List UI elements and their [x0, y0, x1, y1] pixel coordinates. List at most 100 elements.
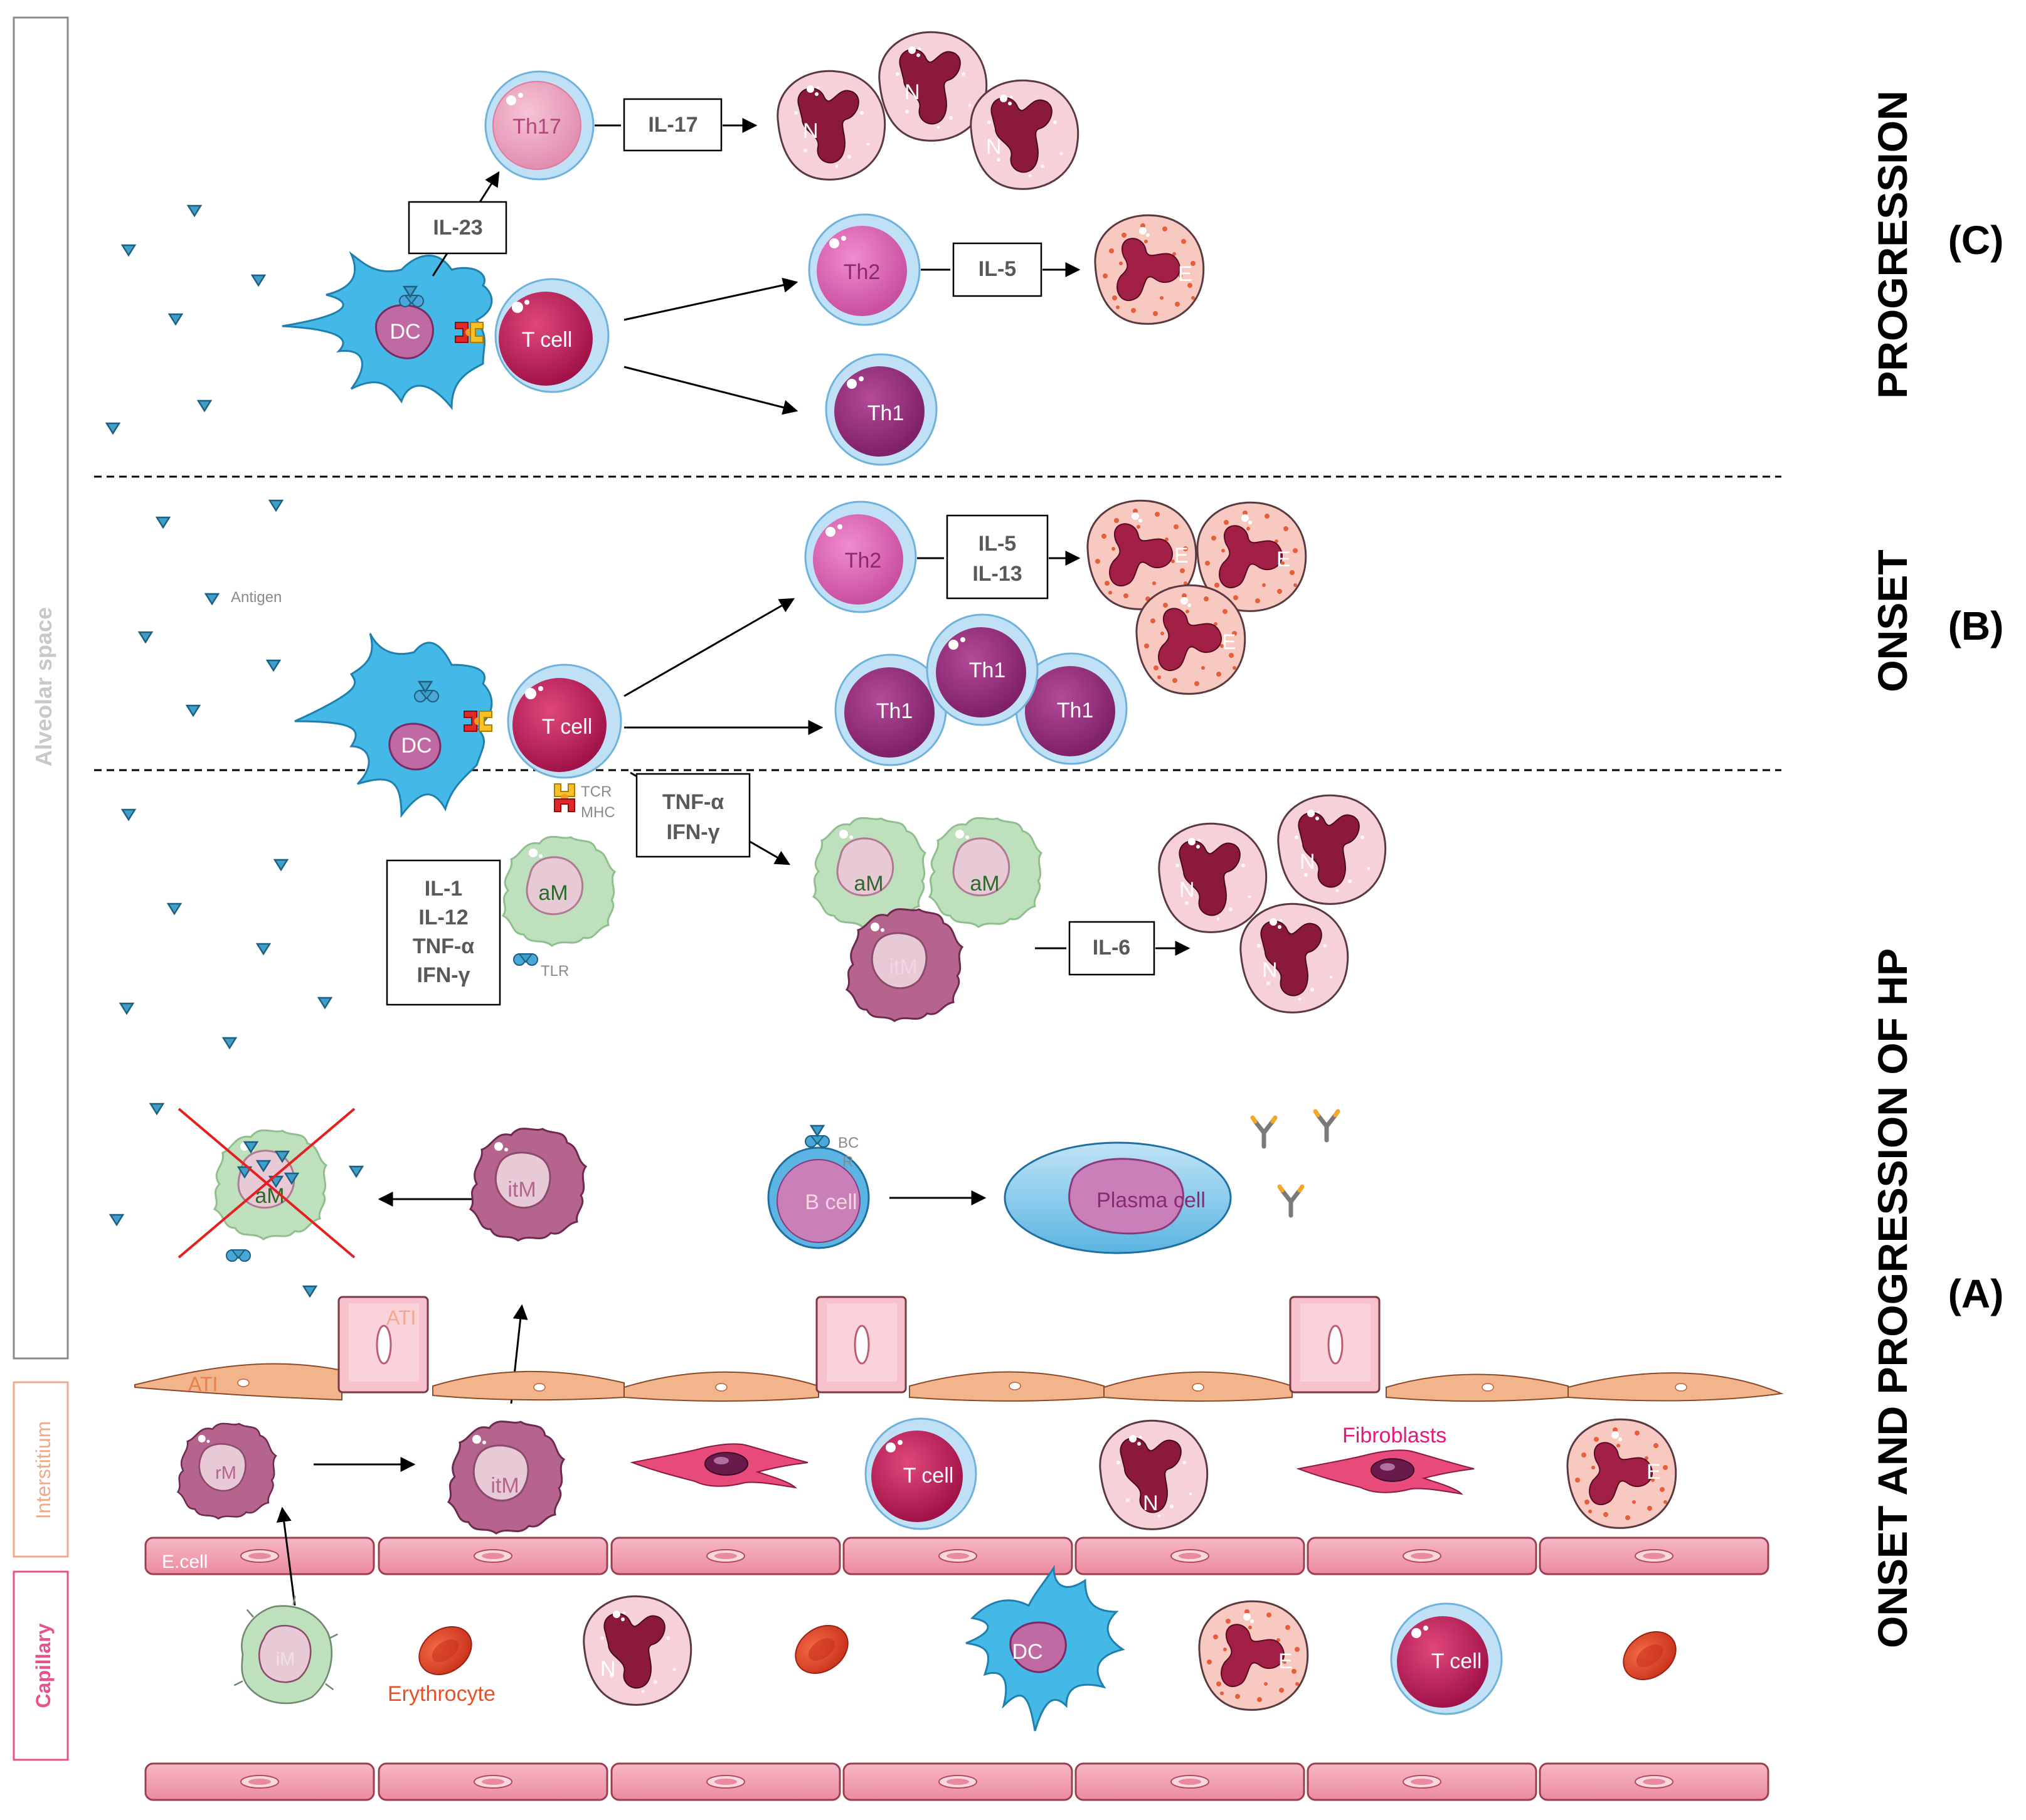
erythrocyte-3: [1613, 1621, 1686, 1690]
ifn-left-label: IFN-γ: [417, 963, 470, 987]
t-cell-c-label: T cell: [522, 328, 573, 352]
th2-c-label: Th2: [844, 260, 881, 284]
itm-a1-label: itM: [889, 955, 917, 979]
itm-a2-label: itM: [507, 1178, 536, 1202]
itm-a2: itM: [469, 1128, 587, 1242]
neutrophil-int-label: N: [1143, 1491, 1159, 1515]
fibroblast-1: [632, 1443, 809, 1488]
t-cell-capillary: T cell: [1390, 1602, 1503, 1715]
eosinophil-interstitium: E: [1566, 1418, 1677, 1529]
antibody-2: [1315, 1111, 1338, 1140]
inflammatory-monocyte: iM: [233, 1595, 338, 1705]
il23-label: IL-23: [433, 216, 482, 240]
neutrophil-a3: N: [1239, 902, 1349, 1013]
erythrocyte-label: Erythrocyte: [388, 1682, 496, 1706]
rm-label: rM: [215, 1463, 236, 1483]
hp-title: ONSET AND PROGRESSION OF HP: [1869, 948, 1916, 1648]
capillary-label: Capillary: [32, 1623, 55, 1708]
neutrophil-c2-label: N: [904, 80, 920, 104]
resident-macrophage: rM: [177, 1422, 277, 1520]
b-cell-label: B cell: [805, 1190, 857, 1214]
eosinophil-b1-label: E: [1174, 544, 1189, 568]
eosinophil-int-label: E: [1647, 1460, 1661, 1484]
th1-b1-label: Th1: [876, 699, 913, 723]
eosinophil-b2: E: [1196, 501, 1307, 612]
alveolar-epithelium: [134, 1296, 1784, 1402]
fibroblast-2: [1298, 1449, 1475, 1495]
im-label: iM: [276, 1649, 295, 1669]
itm-a1: itM: [846, 908, 963, 1022]
itm-interstitium: itM: [447, 1421, 565, 1535]
th1-c-label: Th1: [867, 401, 904, 425]
neutrophil-interstitium: N: [1099, 1419, 1209, 1530]
il5-b-label: IL-5: [979, 532, 1016, 556]
am-a-label: aM: [538, 881, 568, 905]
neutrophil-c1: N: [777, 70, 886, 181]
th2-cell-c: Th2: [808, 213, 921, 326]
tlr-label: TLR: [541, 963, 569, 980]
bcr-antigen: [810, 1124, 825, 1137]
neutrophil-a2-label: N: [1300, 850, 1315, 874]
neutrophil-capillary: N: [583, 1595, 692, 1706]
hp-letter: (A): [1948, 1271, 2004, 1316]
r-label: R: [842, 1153, 853, 1170]
tcr-mhc-a: [554, 783, 575, 812]
mhc-label: MHC: [581, 804, 615, 821]
t-cell-interstitium: T cell: [864, 1417, 977, 1530]
il1-label: IL-1: [425, 877, 462, 901]
tlr-receptor-dying: [226, 1249, 251, 1262]
ati-bottom-label: ATI: [188, 1373, 218, 1395]
il6-box: IL-6: [1068, 921, 1155, 976]
section-onset: DC T cell Th2 IL-5 IL-13 E E E: [294, 499, 1307, 818]
eosinophil-capillary: E: [1198, 1600, 1309, 1711]
il12-label: IL-12: [418, 906, 468, 929]
dc-c-label: DC: [390, 320, 420, 344]
erythrocyte-2: [785, 1615, 858, 1684]
cross-mark: [178, 1108, 356, 1259]
progression-letter: (C): [1948, 218, 2004, 263]
antibody-3: [1280, 1187, 1302, 1215]
dc-b-label: DC: [401, 734, 432, 758]
bc-label: BC: [838, 1135, 859, 1151]
ati-top-label: ATI: [386, 1306, 416, 1329]
am-a3-label: aM: [970, 872, 999, 896]
neutrophil-cap-label: N: [600, 1657, 616, 1681]
t-cell-capillary-label: T cell: [1431, 1649, 1482, 1673]
th1-b2-label: Th1: [969, 659, 1006, 682]
dendritic-cell-capillary: DC: [962, 1565, 1125, 1732]
eosinophil-b1: E: [1086, 499, 1197, 610]
itm-interstitium-label: itM: [491, 1474, 519, 1498]
tnf-top-label: TNF-α: [662, 790, 724, 814]
onset-letter: (B): [1948, 603, 2004, 648]
onset-title: ONSET: [1869, 549, 1916, 692]
tcr-label: TCR: [581, 783, 612, 800]
t-cell-c: T cell: [494, 278, 610, 393]
il5-c-box: IL-5: [952, 242, 1042, 297]
erythrocyte-1: [409, 1616, 482, 1685]
interstitium-label: Interstitium: [32, 1421, 55, 1519]
eosinophil-b3: E: [1135, 584, 1246, 695]
eosinophil-c: E: [1094, 214, 1205, 325]
ifn-top-label: IFN-γ: [667, 820, 720, 844]
tlr-receptor: [513, 953, 538, 966]
dendritic-cell-c: DC: [282, 251, 493, 411]
th1-cell-b1: Th1: [834, 653, 947, 766]
neutrophil-a1-label: N: [1179, 878, 1195, 902]
th1-cell-c: Th1: [825, 353, 938, 466]
tnf-left-label: TNF-α: [413, 934, 474, 958]
fibroblasts-label: Fibroblasts: [1342, 1424, 1446, 1447]
th2-b-label: Th2: [845, 549, 882, 573]
neutrophil-c3-label: N: [986, 135, 1002, 159]
neutrophil-a1: N: [1158, 822, 1268, 933]
t-cell-interstitium-label: T cell: [903, 1464, 954, 1488]
eosinophil-c-label: E: [1178, 262, 1192, 286]
tnf-ifn-box-top: TNF-α IFN-γ: [635, 773, 751, 858]
section-hp: TNF-α IFN-γ TCR MHC aM TLR IL-1 IL-12 TN…: [134, 771, 1784, 1801]
antigen-label: Antigen: [231, 589, 282, 606]
progression-title: PROGRESSION: [1869, 90, 1916, 398]
bcr-receptor: [805, 1135, 830, 1148]
section-progression: DC T cell IL-23 Th17 IL-17: [282, 31, 1205, 466]
th1-b3-label: Th1: [1057, 699, 1094, 722]
b-cell: B cell: [767, 1146, 870, 1249]
